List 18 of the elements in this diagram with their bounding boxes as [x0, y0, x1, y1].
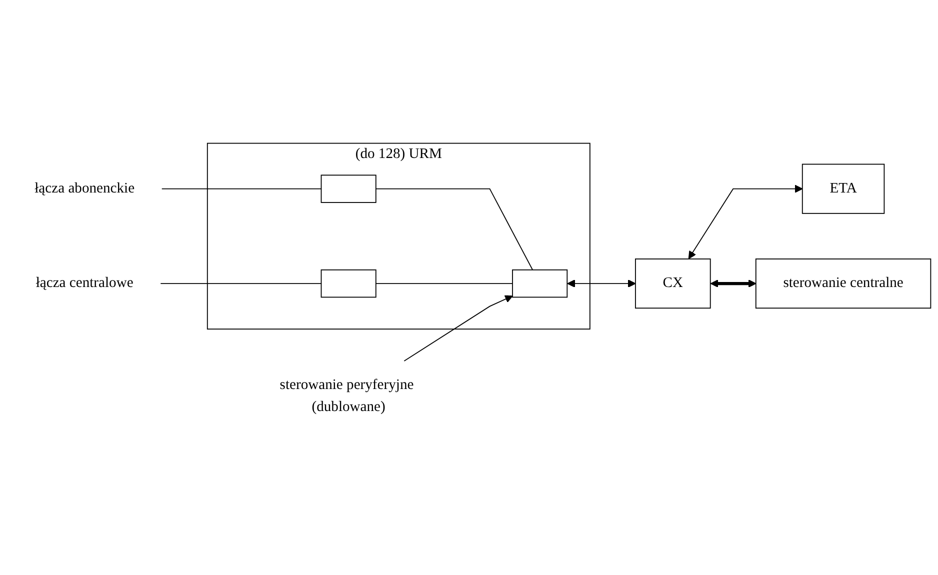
arrow	[567, 279, 636, 288]
node-box	[320, 269, 376, 298]
node-text: sterowanie peryferyjne (dublowane)	[280, 377, 414, 415]
connector	[375, 282, 513, 284]
arrow	[688, 184, 803, 259]
arrow	[710, 279, 756, 288]
node-box: CX	[635, 258, 711, 308]
node-box: sterowanie centralne	[755, 258, 932, 308]
node-box	[320, 174, 376, 203]
node-box: ETA	[802, 164, 885, 214]
arrow	[404, 295, 513, 362]
cluster: (do 128) URM	[206, 142, 590, 330]
connector	[161, 188, 322, 190]
node-box	[512, 269, 568, 298]
node-text: łącza centralowe	[36, 275, 134, 291]
connector	[160, 282, 322, 284]
node-text: łącza abonenckie	[34, 180, 135, 196]
connector	[375, 188, 534, 270]
